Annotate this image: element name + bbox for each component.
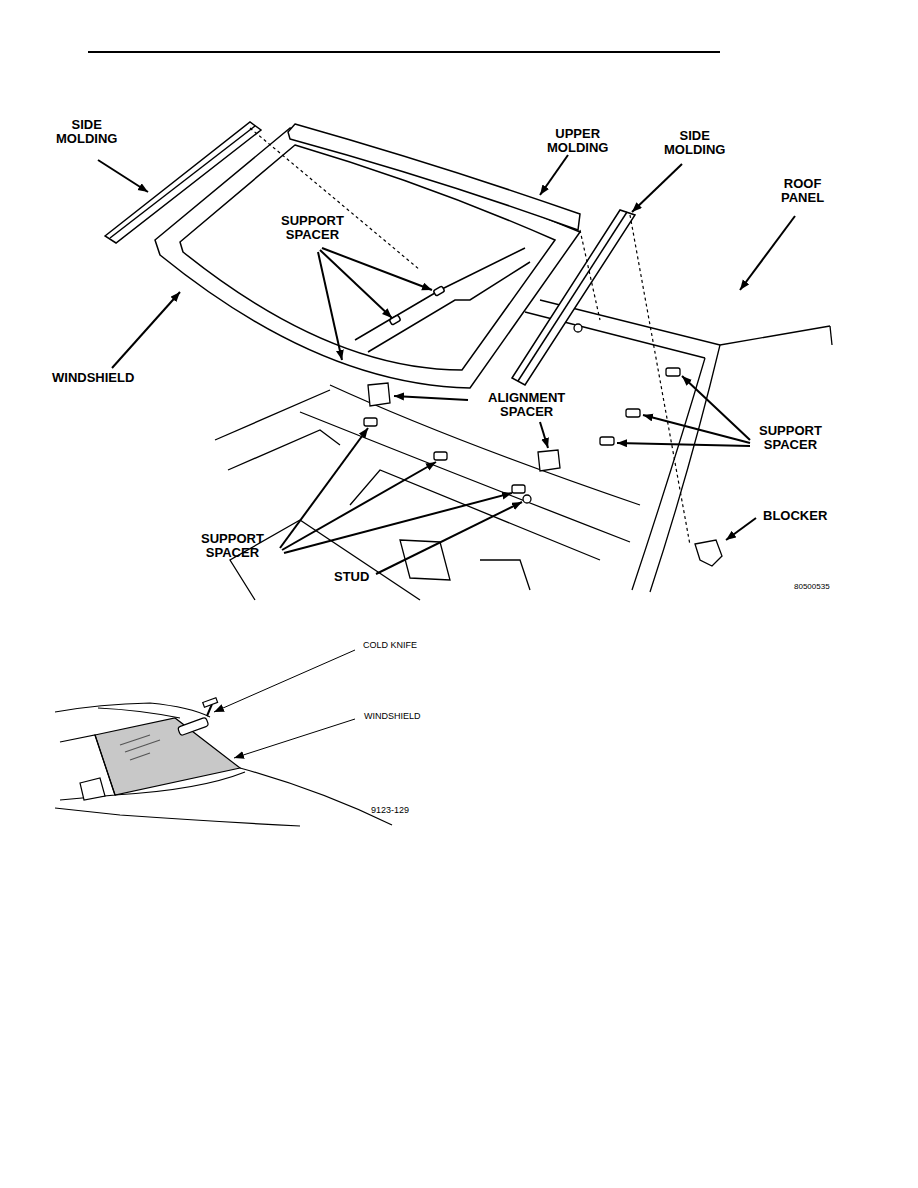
roof-line [98, 708, 180, 718]
part-label: SIDE MOLDING [56, 118, 117, 147]
support-spacer [600, 437, 614, 445]
part-label: WINDSHIELD [52, 371, 134, 385]
side-molding [512, 210, 635, 385]
alignment-spacer [538, 450, 560, 471]
leader-arrow [376, 502, 522, 574]
clip [574, 324, 582, 332]
part-label: ROOF PANEL [781, 177, 824, 206]
label-anchor: ROOF PANEL [781, 177, 824, 206]
label-anchor: WINDSHIELD [52, 371, 134, 385]
blocker [695, 540, 722, 566]
mirror [80, 778, 105, 800]
leader-arrow [540, 155, 568, 195]
leader-arrow [540, 422, 548, 448]
leader-arrow [282, 462, 436, 550]
fender-line [228, 430, 340, 470]
leader-arrow [740, 216, 795, 290]
part-label: SIDE MOLDING [664, 129, 725, 158]
label-anchor: ALIGNMENT SPACER [488, 391, 565, 420]
label-anchor: 9123-129 [371, 806, 409, 816]
windshield-outline [155, 128, 580, 388]
body-panel [400, 540, 450, 580]
label-anchor: UPPER MOLDING [547, 127, 608, 156]
wire [55, 703, 210, 717]
assembly-line [580, 230, 600, 320]
figure-number: 80500535 [794, 583, 830, 592]
leader-arrow [617, 443, 750, 446]
side-window [60, 735, 115, 800]
part-label: COLD KNIFE [363, 641, 417, 651]
label-anchor: SUPPORT SPACER [201, 532, 264, 561]
support-spacer [433, 286, 445, 296]
label-anchor: SIDE MOLDING [664, 129, 725, 158]
windshield-glass [155, 128, 580, 388]
knife-handle [178, 717, 209, 736]
stud [523, 495, 531, 503]
leader-arrow [322, 248, 432, 290]
part-label: STUD [334, 570, 369, 584]
moldings [105, 122, 635, 385]
windshield-shaded [95, 718, 240, 795]
support-spacer [626, 409, 640, 417]
roof-edge [830, 326, 832, 345]
header-rule [88, 51, 720, 53]
part-label: UPPER MOLDING [547, 127, 608, 156]
leader-arrow [318, 252, 342, 360]
body-panel [350, 470, 600, 560]
label-anchor: BLOCKER [763, 509, 827, 523]
side-molding [518, 212, 627, 381]
windshield-inner [180, 145, 555, 370]
support-rail [355, 248, 530, 352]
glass-streak [120, 735, 160, 760]
support-spacer [364, 418, 377, 426]
part-label: ALIGNMENT SPACER [488, 391, 565, 420]
cowl-line [300, 412, 630, 542]
body-panel [480, 560, 530, 590]
roof-edge [540, 300, 830, 345]
alignment-spacer [368, 383, 390, 406]
figure-number: 9123-129 [371, 806, 409, 816]
hood-line [115, 772, 245, 795]
leader-arrow [394, 396, 468, 400]
label-anchor: 80500535 [794, 583, 830, 592]
side-molding [105, 122, 261, 243]
pillar-line [632, 358, 705, 590]
label-anchor: WINDSHIELD [364, 712, 421, 722]
assembly-lines [250, 128, 690, 545]
cold-knife-figure [55, 698, 392, 826]
support-spacer [434, 452, 447, 460]
leader-arrow [234, 719, 355, 758]
leader-arrow [643, 415, 750, 443]
leader-arrow [98, 160, 148, 192]
fender-line [55, 808, 300, 826]
part-label: BLOCKER [763, 509, 827, 523]
label-anchor: SUPPORT SPACER [759, 424, 822, 453]
part-label: SUPPORT SPACER [281, 214, 344, 243]
support-spacer [512, 485, 525, 493]
support-spacer [666, 368, 680, 376]
assembly-line [630, 215, 690, 545]
leader-arrow [726, 518, 756, 540]
leader-arrow [682, 376, 750, 440]
assembly-line [250, 128, 420, 270]
part-label: SUPPORT SPACER [201, 532, 264, 561]
leader-arrow [112, 292, 180, 368]
label-anchor: COLD KNIFE [363, 641, 417, 651]
part-label: WINDSHIELD [364, 712, 421, 722]
leader-arrow [280, 428, 368, 548]
leader-arrow [214, 650, 355, 712]
label-anchor: SIDE MOLDING [56, 118, 117, 147]
label-anchor: STUD [334, 570, 369, 584]
label-anchor: SUPPORT SPACER [281, 214, 344, 243]
leader-arrow [632, 164, 682, 212]
knife-grip [203, 698, 218, 707]
part-label: SUPPORT SPACER [759, 424, 822, 453]
leader-arrows [214, 650, 355, 758]
hood-line [240, 768, 392, 825]
leader-arrows [98, 155, 795, 574]
